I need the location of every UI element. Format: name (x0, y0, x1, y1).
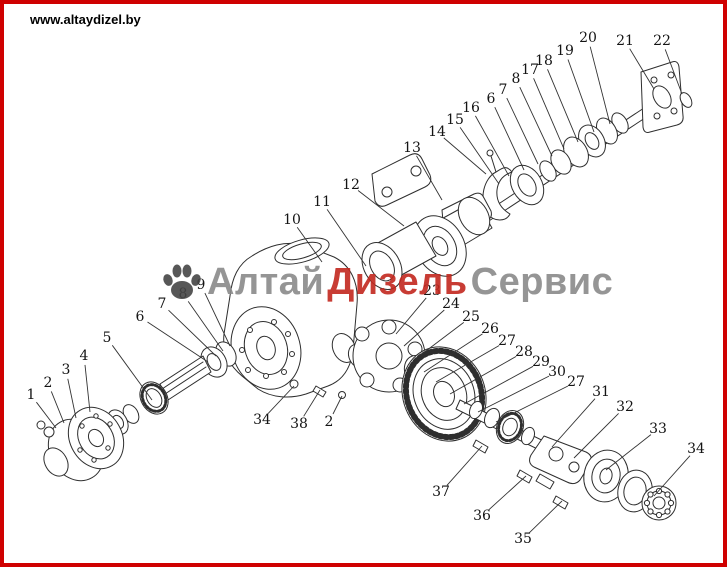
watermark: Алтай Дизель Сервис (160, 260, 613, 304)
drive-sleeve (361, 196, 493, 290)
watermark-text-altay: Алтай (207, 261, 325, 303)
site-url-text: www.altaydizel.by (30, 12, 141, 27)
paw-print-icon (163, 264, 201, 299)
gearbox-housing (223, 237, 358, 398)
watermark-text-dizel: Дизель (327, 261, 468, 303)
exploded-parts-diagram (36, 61, 693, 521)
axle-shaft-assembly (455, 399, 677, 521)
pinion-shaft-assembly (36, 341, 237, 482)
watermark-text-servis: Сервис (470, 261, 614, 303)
